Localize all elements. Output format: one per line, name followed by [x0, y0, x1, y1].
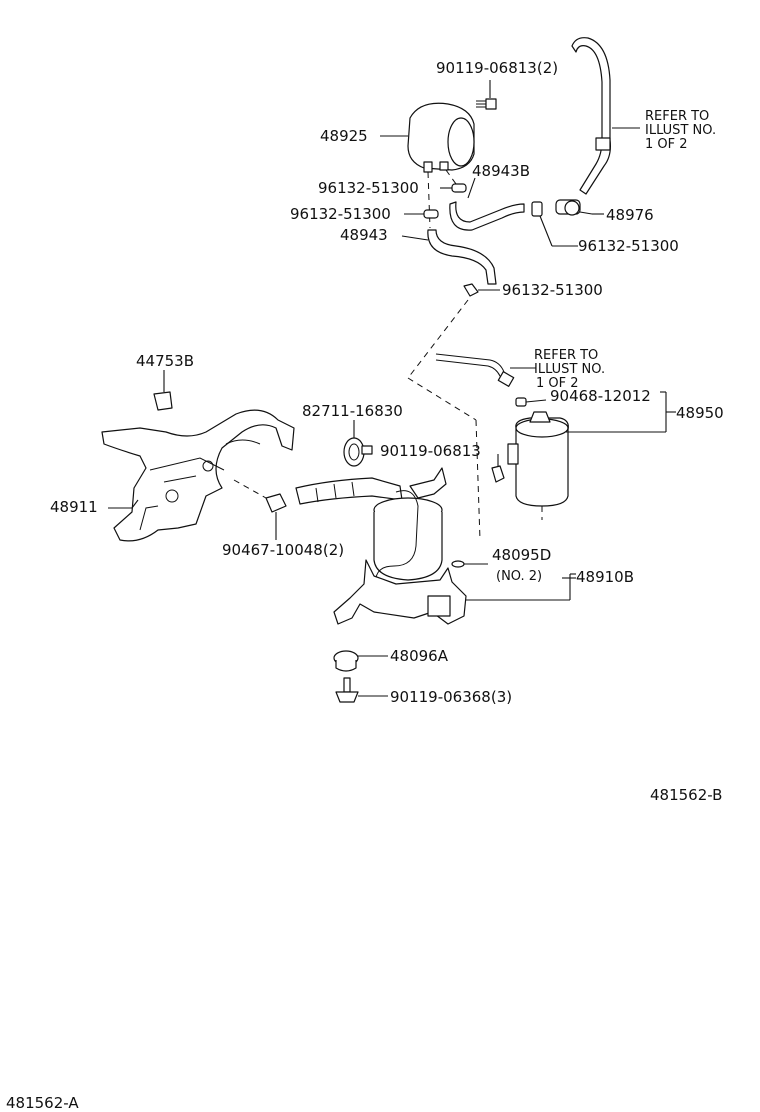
- label-filter: 48950: [676, 404, 724, 422]
- clip-2-icon: [423, 209, 439, 219]
- label-hose-b: 48943B: [472, 162, 530, 180]
- refer-2-line-2: ILLUST NO.: [534, 362, 605, 377]
- refer-1-line-2: ILLUST NO.: [645, 123, 716, 138]
- bolt-mid-icon: [491, 465, 505, 483]
- bolt-top-icon: [476, 98, 497, 110]
- valve-icon: [555, 199, 593, 216]
- canister-icon: [407, 102, 475, 173]
- refer-2-line-1: REFER TO: [534, 348, 598, 363]
- label-bracket: 48911: [50, 498, 98, 516]
- label-bolt-top: 90119-06813(2): [436, 59, 558, 77]
- refer-hose-1-icon: [571, 37, 611, 195]
- cushion-icon: [333, 650, 359, 672]
- label-grommet: 48095D: [492, 546, 551, 564]
- refer-1-line-1: REFER TO: [645, 109, 709, 124]
- figure-code-secondary: 481562-B: [650, 786, 722, 804]
- hose-b-icon: [449, 201, 525, 231]
- label-clip-3: 96132-51300: [578, 237, 679, 255]
- label-cushion: 48096A: [390, 647, 449, 665]
- label-valve: 48976: [606, 206, 654, 224]
- refer-1-line-3: 1 OF 2: [645, 137, 688, 152]
- label-clip-1: 96132-51300: [318, 179, 419, 197]
- bracket-small-icon: [153, 391, 173, 411]
- label-bolt-mid: 90119-06813: [380, 442, 481, 460]
- clip-1-icon: [451, 183, 467, 193]
- label-canister: 48925: [320, 127, 368, 145]
- label-pump: 48910B: [576, 568, 634, 586]
- clamp-nut-icon: [265, 493, 287, 513]
- clip-5-icon: [515, 397, 527, 407]
- bracket-icon: [101, 409, 295, 542]
- label-bolt-bottom: 90119-06368(3): [390, 688, 512, 706]
- label-clip-5: 90468-12012: [550, 387, 651, 405]
- label-bracket-small: 44753B: [136, 352, 194, 370]
- filter-icon: [507, 411, 569, 507]
- label-clip-2: 96132-51300: [290, 205, 391, 223]
- hose-icon: [427, 229, 497, 285]
- label-hose: 48943: [340, 226, 388, 244]
- label-grommet-note: (NO. 2): [496, 569, 542, 584]
- refer-2-line-3: 1 OF 2: [536, 376, 579, 391]
- refer-hose-2-icon: [435, 353, 511, 381]
- hose-clamp-icon: [343, 437, 373, 467]
- clip-4-icon: [463, 283, 479, 297]
- label-hose-clamp: 82711-16830: [302, 402, 403, 420]
- figure-code-primary: 481562-A: [6, 1094, 79, 1112]
- label-clamp-nut: 90467-10048(2): [222, 541, 344, 559]
- bolt-bottom-icon: [335, 677, 359, 703]
- pump-icon: [295, 467, 467, 625]
- label-clip-4: 96132-51300: [502, 281, 603, 299]
- grommet-icon: [451, 560, 465, 568]
